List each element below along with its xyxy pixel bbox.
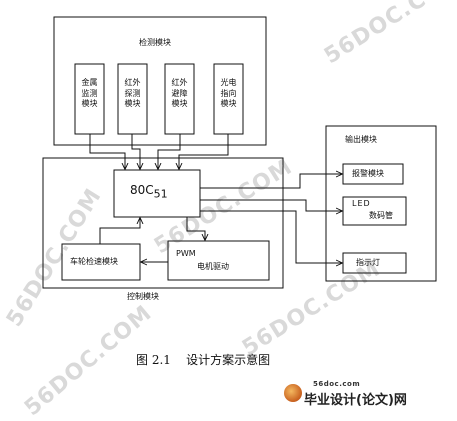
led-label-top: LED [352, 199, 371, 208]
sensor-label-ir-detect-text: 红外 探测 模块 [124, 78, 141, 108]
alarm-box [342, 163, 404, 185]
arrow-photo-to-mcu [179, 134, 229, 169]
arrow-mcu-to-indicator [200, 210, 342, 263]
motor-driver-box [167, 240, 270, 281]
mcu-label: 80C51 [130, 183, 168, 200]
sensor-label-photo: 光电 指向 模块 [214, 78, 243, 110]
led-label-bottom: 数码管 [369, 211, 393, 220]
indicator-box [342, 252, 407, 274]
control-module-title: 控制模块 [127, 292, 159, 301]
output-module-title: 输出模块 [345, 135, 377, 144]
brand-name: 毕业设计(论文)网 [304, 393, 407, 408]
detection-module-title: 检测模块 [139, 38, 171, 47]
mcu-label-main: 80C [130, 183, 154, 197]
output-module-box [325, 125, 437, 282]
mcu-label-sub: 51 [153, 187, 168, 201]
wheel-speed-label: 车轮检速模块 [70, 257, 118, 266]
alarm-label: 报警模块 [352, 169, 384, 178]
led-box [342, 196, 407, 226]
sensor-label-ir-avoid: 红外 避障 模块 [165, 78, 194, 110]
brand-logo-icon [284, 384, 302, 402]
arrow-ir-detect-to-mcu [131, 134, 140, 169]
arrow-ir-avoid-to-mcu [158, 134, 181, 169]
sensor-label-photo-text: 光电 指向 模块 [220, 78, 237, 108]
pwm-label: PWM [176, 249, 196, 258]
figure-caption: 图 2.1 设计方案示意图 [136, 353, 271, 367]
indicator-label: 指示灯 [356, 258, 380, 267]
detection-module-box [53, 16, 267, 146]
arrow-wheel-to-mcu [99, 218, 140, 244]
arrow-mcu-to-alarm [200, 174, 342, 189]
motor-driver-label: 电机驱动 [197, 262, 229, 271]
sensor-label-ir-avoid-text: 红外 避障 模块 [171, 78, 188, 108]
mcu-box [113, 169, 201, 218]
diagram-lines [42, 16, 437, 289]
control-module-box [42, 157, 284, 289]
arrow-mcu-to-led [200, 199, 342, 211]
arrow-mcu-to-motor [186, 217, 205, 240]
sensor-label-metal: 金属 监测 模块 [75, 78, 104, 110]
sensor-label-ir-detect: 红外 探测 模块 [118, 78, 147, 110]
sensor-label-metal-text: 金属 监测 模块 [81, 78, 98, 108]
arrow-metal-to-mcu [89, 134, 125, 169]
brand-url: 56doc.com [313, 380, 361, 388]
